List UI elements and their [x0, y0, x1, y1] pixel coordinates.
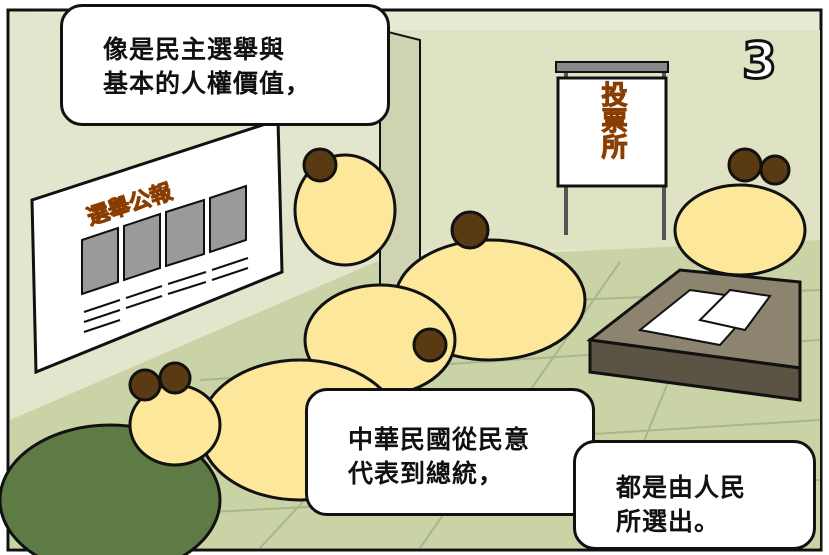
speech-bubble-top: 像是民主選舉與 基本的人權價值，	[60, 4, 390, 126]
voting-table	[586, 268, 802, 402]
bubble-line: 都是由人民	[616, 473, 747, 502]
turtle-character	[0, 361, 222, 555]
bubble-line: 代表到總統，	[348, 459, 505, 488]
speech-bubble-middle: 中華民國從民意 代表到總統，	[305, 388, 595, 516]
bubble-line: 所選出。	[616, 507, 721, 536]
bubble-line: 像是民主選舉與	[103, 35, 286, 64]
panel-number: 3	[741, 32, 779, 90]
polling-sign: 投票所	[555, 61, 669, 240]
bubble-line: 基本的人權價值，	[103, 69, 312, 98]
sign-text: 投票所	[597, 81, 627, 160]
speech-bubble-bottom-right: 都是由人民 所選出。	[573, 440, 816, 550]
notice-board: 選舉公報	[30, 117, 284, 375]
bubble-line: 中華民國從民意	[348, 425, 531, 454]
official	[673, 183, 807, 277]
